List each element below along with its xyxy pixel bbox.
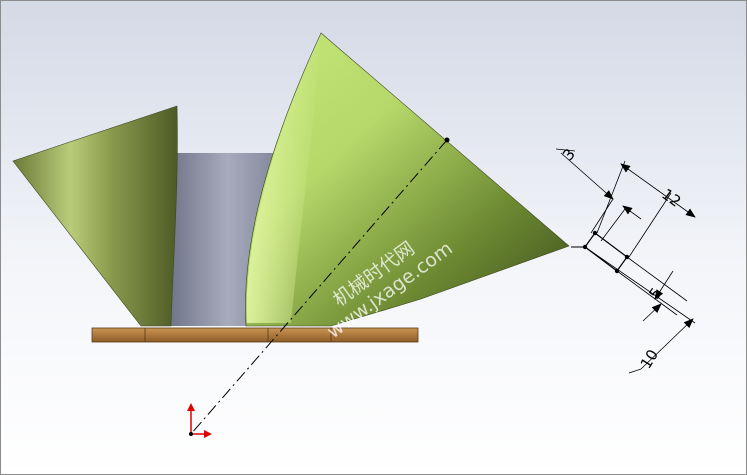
base-plate[interactable]	[91, 327, 419, 343]
axis-endpoint[interactable]	[444, 137, 450, 143]
left-cone-body[interactable]	[12, 105, 178, 327]
dimension-12[interactable]: 12	[596, 160, 696, 258]
right-cone-highlight	[246, 33, 321, 323]
coordinate-triad-icon	[187, 403, 212, 438]
cone-axis-centerline[interactable]	[190, 139, 448, 435]
right-cone-body[interactable]	[245, 32, 570, 327]
inner-conical-surface[interactable]	[169, 153, 286, 326]
